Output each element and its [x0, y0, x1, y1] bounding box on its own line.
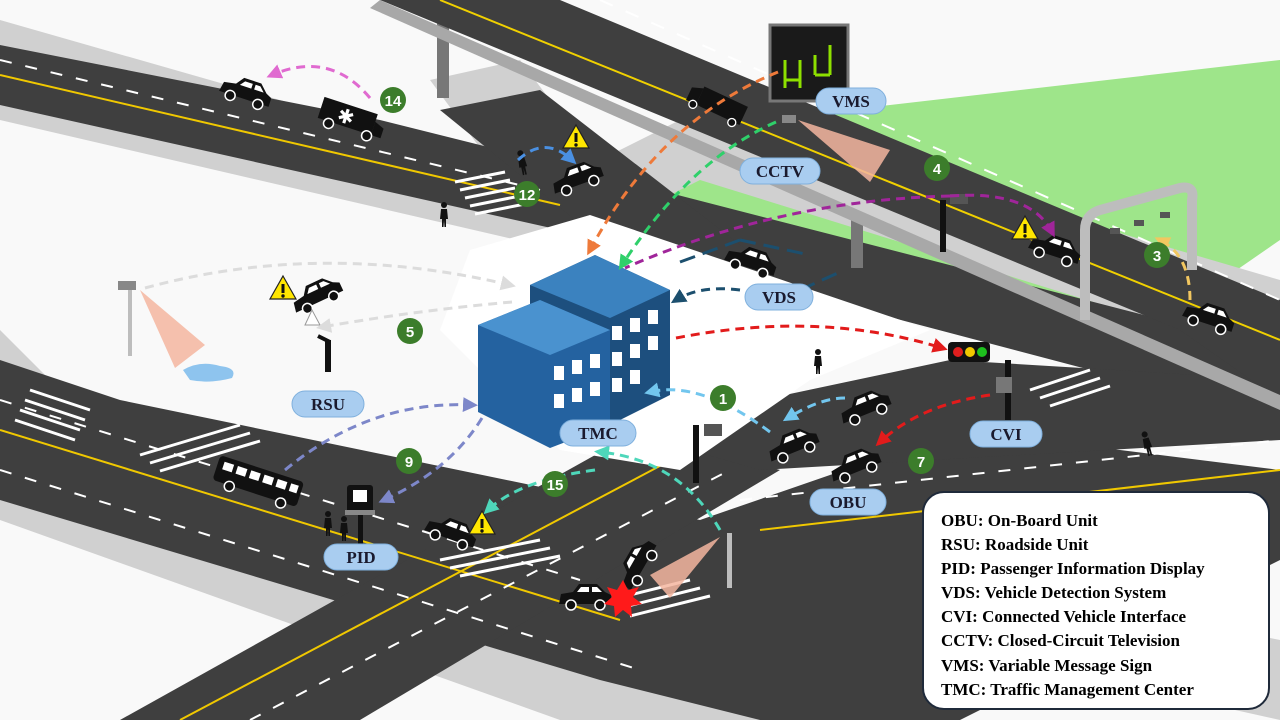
camera-icon — [950, 194, 968, 204]
svg-text:CCTV: CCTV — [756, 162, 805, 181]
legend-row: CCTV: Closed-Circuit Television — [941, 631, 1180, 651]
obu-label: OBU — [809, 488, 887, 516]
svg-text:5: 5 — [406, 324, 414, 341]
truck-icon — [685, 86, 748, 128]
legend-row: RSU: Roadside Unit — [941, 535, 1089, 555]
step-badge-1: 1 — [710, 385, 736, 411]
flood-icon — [183, 363, 234, 382]
svg-text:RSU: RSU — [311, 395, 345, 414]
svg-text:7: 7 — [917, 454, 925, 471]
lane-markings — [0, 74, 1280, 720]
ambulance-icon: ✱ — [317, 96, 384, 142]
communication-arrows — [144, 64, 1192, 531]
cvi-label: CVI — [969, 420, 1043, 448]
step-badge-4: 4 — [924, 155, 950, 181]
svg-text:CVI: CVI — [990, 425, 1022, 444]
rsu-label: RSU — [291, 390, 365, 418]
svg-text:✱: ✱ — [334, 102, 357, 130]
step-badge-12: 12 — [514, 181, 540, 207]
svg-text:OBU: OBU — [830, 493, 867, 512]
camera-poles — [118, 115, 1012, 598]
svg-text:VDS: VDS — [762, 288, 796, 307]
crosswalks — [14, 170, 1111, 618]
step-badge-5: 5 — [397, 318, 423, 344]
vds-label: VDS — [744, 283, 814, 311]
svg-text:15: 15 — [547, 477, 564, 494]
svg-text:1: 1 — [719, 391, 727, 408]
svg-text:PID: PID — [346, 548, 375, 567]
svg-text:3: 3 — [1153, 248, 1161, 265]
crash-icon — [604, 580, 642, 617]
step-badge-15: 15 — [542, 471, 568, 497]
legend-row: CVI: Connected Vehicle Interface — [941, 607, 1187, 627]
pid-label: PID — [323, 543, 399, 571]
legend-row: TMC: Traffic Management Center — [941, 679, 1194, 699]
gantry — [1080, 182, 1198, 320]
svg-text:9: 9 — [405, 454, 413, 471]
legend-row: OBU: On-Board Unit — [941, 511, 1098, 530]
cctv-label: CCTV — [739, 157, 821, 185]
step-badge-7: 7 — [908, 448, 934, 474]
svg-text:VMS: VMS — [832, 92, 870, 111]
legend-row: VDS: Vehicle Detection System — [941, 583, 1167, 603]
svg-text:TMC: TMC — [578, 424, 618, 443]
camera-icon — [118, 281, 136, 290]
tmc-label: TMC — [559, 419, 637, 447]
device-labels: VMS CCTV VDS RSU TMC CVI OBU PID — [291, 87, 1043, 571]
vms-label: VMS — [815, 87, 887, 115]
svg-text:14: 14 — [385, 93, 402, 110]
step-badges: 1 3 4 5 7 9 12 14 15 — [380, 87, 1170, 497]
step-badge-14: 14 — [380, 87, 406, 113]
step-badge-9: 9 — [396, 448, 422, 474]
bus-stop-sign-icon — [345, 485, 375, 545]
svg-text:4: 4 — [933, 161, 942, 178]
vehicles: ✱ — [213, 70, 1239, 611]
legend-row: PID: Passenger Information Display — [941, 559, 1205, 579]
traffic-light-icon — [948, 342, 990, 362]
bus-icon — [213, 456, 304, 509]
tmc-building — [478, 255, 670, 448]
camera-icon — [704, 424, 722, 436]
step-badge-3: 3 — [1144, 242, 1170, 268]
camera-icon — [782, 115, 796, 123]
legend: OBU: On-Board Unit RSU: Roadside Unit PI… — [922, 491, 1270, 710]
svg-text:12: 12 — [519, 187, 536, 204]
legend-row: VMS: Variable Message Sign — [941, 655, 1153, 675]
